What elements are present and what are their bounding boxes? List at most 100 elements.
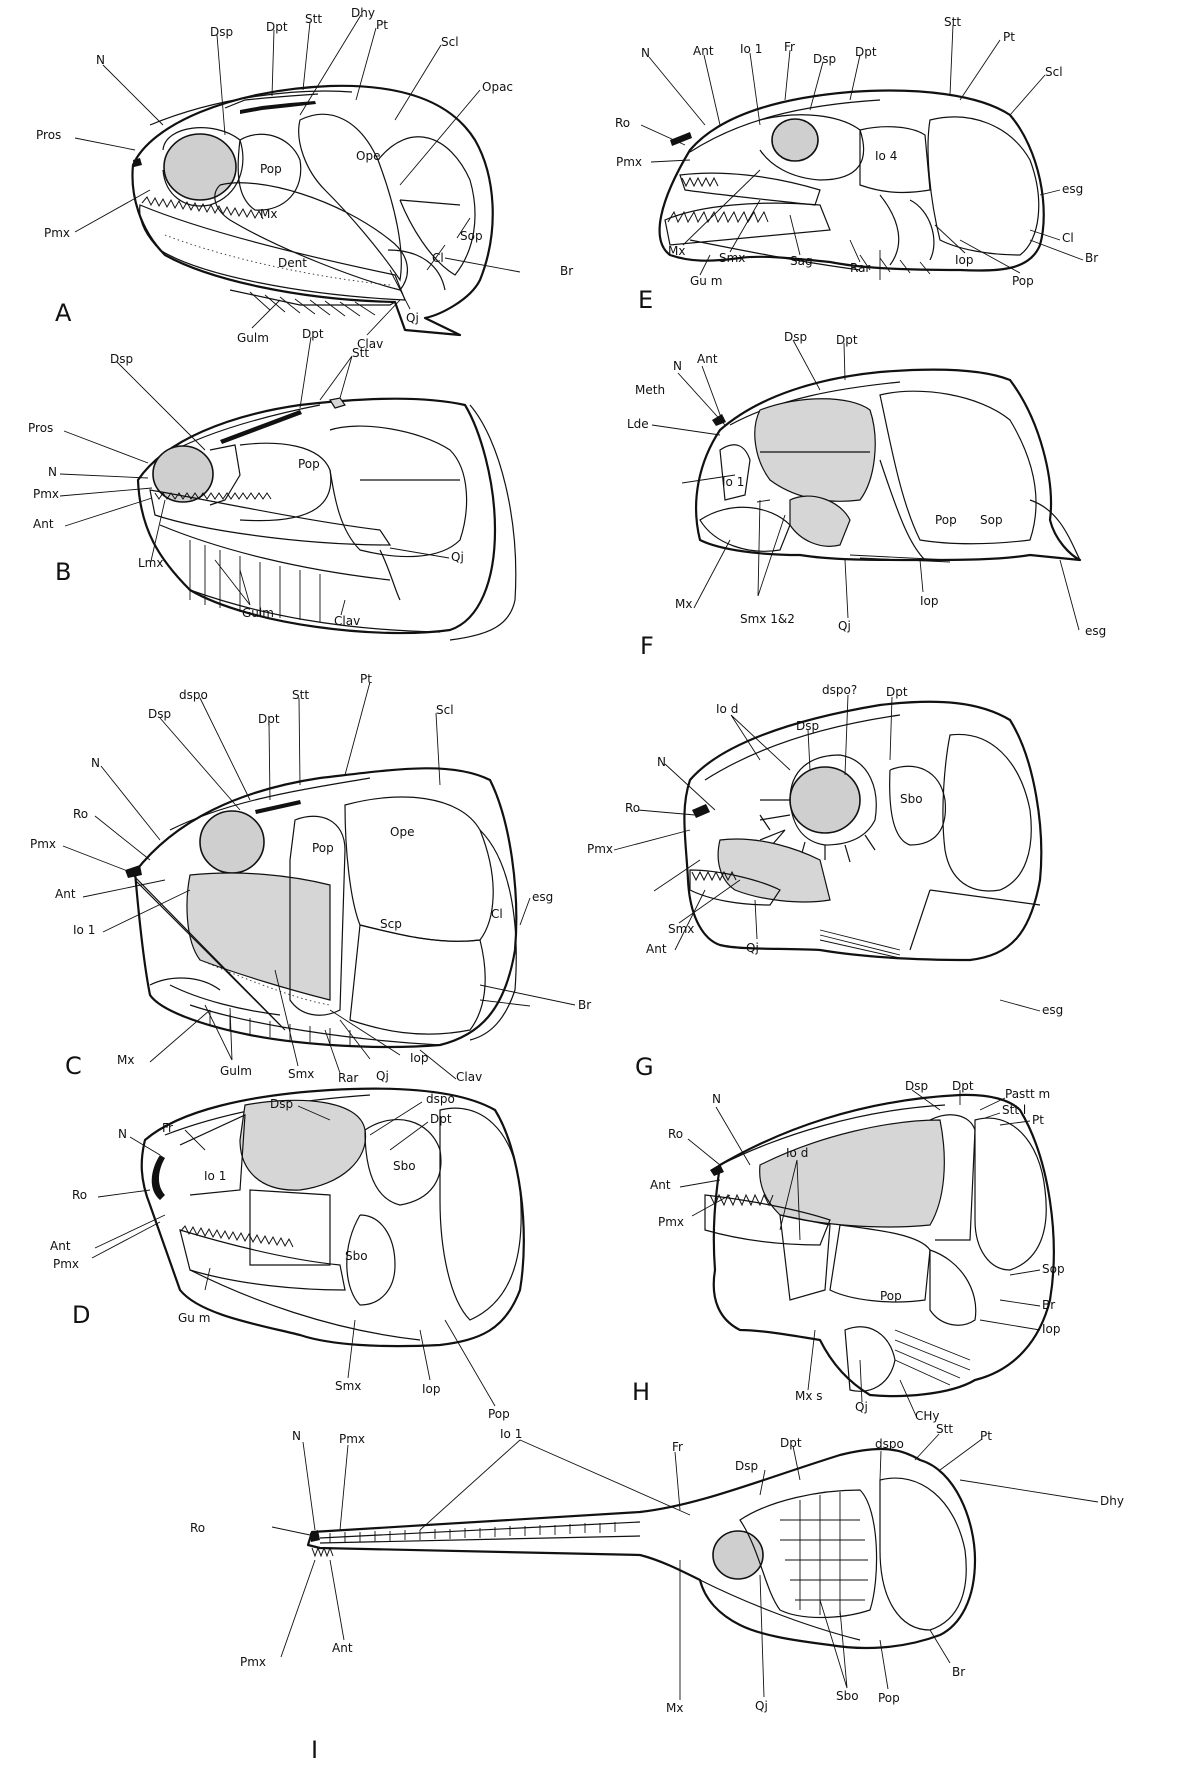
- label-n: N: [91, 756, 100, 770]
- label-dpt: Dpt: [302, 327, 324, 341]
- label-ro: Ro: [72, 1188, 87, 1202]
- label-pmx: Pmx: [616, 155, 642, 169]
- label-pop: Pop: [880, 1289, 902, 1303]
- label-br: Br: [560, 264, 573, 278]
- label-dhy: Dhy: [351, 6, 375, 20]
- label-dpt: Dpt: [855, 45, 877, 59]
- label-cl: Cl: [491, 907, 503, 921]
- label-dpt: Dpt: [266, 20, 288, 34]
- label-pop: Pop: [298, 457, 320, 471]
- label-pros: Pros: [36, 128, 61, 142]
- label-stt: Stt: [944, 15, 961, 29]
- label-gulm: Gulm: [220, 1064, 252, 1078]
- label-ro: Ro: [625, 801, 640, 815]
- label-iop: Iop: [955, 253, 974, 267]
- label-io-d: Io d: [716, 702, 738, 716]
- label-mx: Mx: [675, 597, 692, 611]
- label-qj: Qj: [406, 311, 419, 325]
- label-pmx-2: Pmx: [240, 1655, 266, 1669]
- label-ope: Ope: [390, 825, 414, 839]
- label-io-4: Io 4: [875, 149, 897, 163]
- label-dpt: Dpt: [780, 1436, 802, 1450]
- label-ro: Ro: [73, 807, 88, 821]
- label-clav: Clav: [456, 1070, 482, 1084]
- label-pmx: Pmx: [658, 1215, 684, 1229]
- label-n: N: [657, 755, 666, 769]
- label-qj: Qj: [855, 1400, 868, 1414]
- label-iop: Iop: [422, 1382, 441, 1396]
- label-gulm: Gulm: [242, 606, 274, 620]
- label-pros: Pros: [28, 421, 53, 435]
- label-mx: Mx: [117, 1053, 134, 1067]
- panel-letter-b: B: [55, 558, 71, 586]
- label-pop: Pop: [878, 1691, 900, 1705]
- panel-letter-i: I: [311, 1736, 318, 1764]
- label-sag: Sag: [790, 254, 813, 268]
- label-n: N: [712, 1092, 721, 1106]
- label-dspo: dspo: [179, 688, 208, 702]
- label-ant: Ant: [332, 1641, 353, 1655]
- label-n: N: [641, 46, 650, 60]
- label-dhy: Dhy: [1100, 1494, 1124, 1508]
- panel-letter-g: G: [635, 1053, 654, 1081]
- label-ro: Ro: [190, 1521, 205, 1535]
- label-lde: Lde: [627, 417, 649, 431]
- label-mx: Mx: [666, 1701, 683, 1715]
- panel-letter-d: D: [72, 1301, 90, 1329]
- panel-g-drawing: [684, 702, 1041, 960]
- label-dsp: Dsp: [813, 52, 836, 66]
- label-dent: Dent: [278, 256, 307, 270]
- label-iop: Iop: [1042, 1322, 1061, 1336]
- label-qj: Qj: [376, 1069, 389, 1083]
- label-gu-m: Gu m: [690, 274, 722, 288]
- label-br: Br: [1085, 251, 1098, 265]
- panel-letter-e: E: [638, 286, 653, 314]
- panel-b-drawing: [138, 398, 516, 640]
- label-scl: Scl: [441, 35, 459, 49]
- label-gulm: Gulm: [237, 331, 269, 345]
- label-sop: Sop: [980, 513, 1003, 527]
- label-gu-m: Gu m: [178, 1311, 210, 1325]
- label-io-1: Io 1: [740, 42, 762, 56]
- label-esg: esg: [532, 890, 553, 904]
- label-dspo-q: dspo?: [822, 683, 857, 697]
- label-fr: Fr: [162, 1121, 173, 1135]
- label-rar: Rar: [338, 1071, 358, 1085]
- label-dsp: Dsp: [148, 707, 171, 721]
- label-ant: Ant: [697, 352, 718, 366]
- label-pop: Pop: [488, 1407, 510, 1421]
- panel-d-drawing: [142, 1089, 524, 1347]
- label-br: Br: [578, 998, 591, 1012]
- label-stt: Stt: [936, 1422, 953, 1436]
- label-pmx: Pmx: [44, 226, 70, 240]
- panel-c-drawing: [125, 768, 516, 1047]
- label-cl: Cl: [432, 251, 444, 265]
- label-smx: Smx: [668, 922, 694, 936]
- label-sbo: Sbo: [836, 1689, 859, 1703]
- label-dsp: Dsp: [784, 330, 807, 344]
- panel-b-labels: Dpt Stt Dsp Pros Pop N Pmx Ant Lmx Qj Gu…: [28, 327, 464, 628]
- label-fr: Fr: [672, 1440, 683, 1454]
- label-dpt: Dpt: [952, 1079, 974, 1093]
- panel-i-drawing: [308, 1449, 975, 1648]
- label-dpt: Dpt: [886, 685, 908, 699]
- panel-letter-h: H: [632, 1378, 650, 1406]
- label-pt: Pt: [376, 18, 388, 32]
- label-pop: Pop: [1012, 274, 1034, 288]
- label-dsp: Dsp: [110, 352, 133, 366]
- label-pmx: Pmx: [339, 1432, 365, 1446]
- panel-a-drawing: [132, 86, 492, 335]
- label-esg: esg: [1062, 182, 1083, 196]
- label-sbo-2: Sbo: [345, 1249, 368, 1263]
- label-io-1: Io 1: [73, 923, 95, 937]
- label-smx: Smx: [719, 251, 745, 265]
- label-esg: esg: [1085, 624, 1106, 638]
- label-dsp: Dsp: [210, 25, 233, 39]
- label-sbo: Sbo: [393, 1159, 416, 1173]
- label-pmx: Pmx: [587, 842, 613, 856]
- label-pmx: Pmx: [30, 837, 56, 851]
- label-scl: Scl: [1045, 65, 1063, 79]
- label-cl: Cl: [1062, 231, 1074, 245]
- label-dsp: Dsp: [905, 1079, 928, 1093]
